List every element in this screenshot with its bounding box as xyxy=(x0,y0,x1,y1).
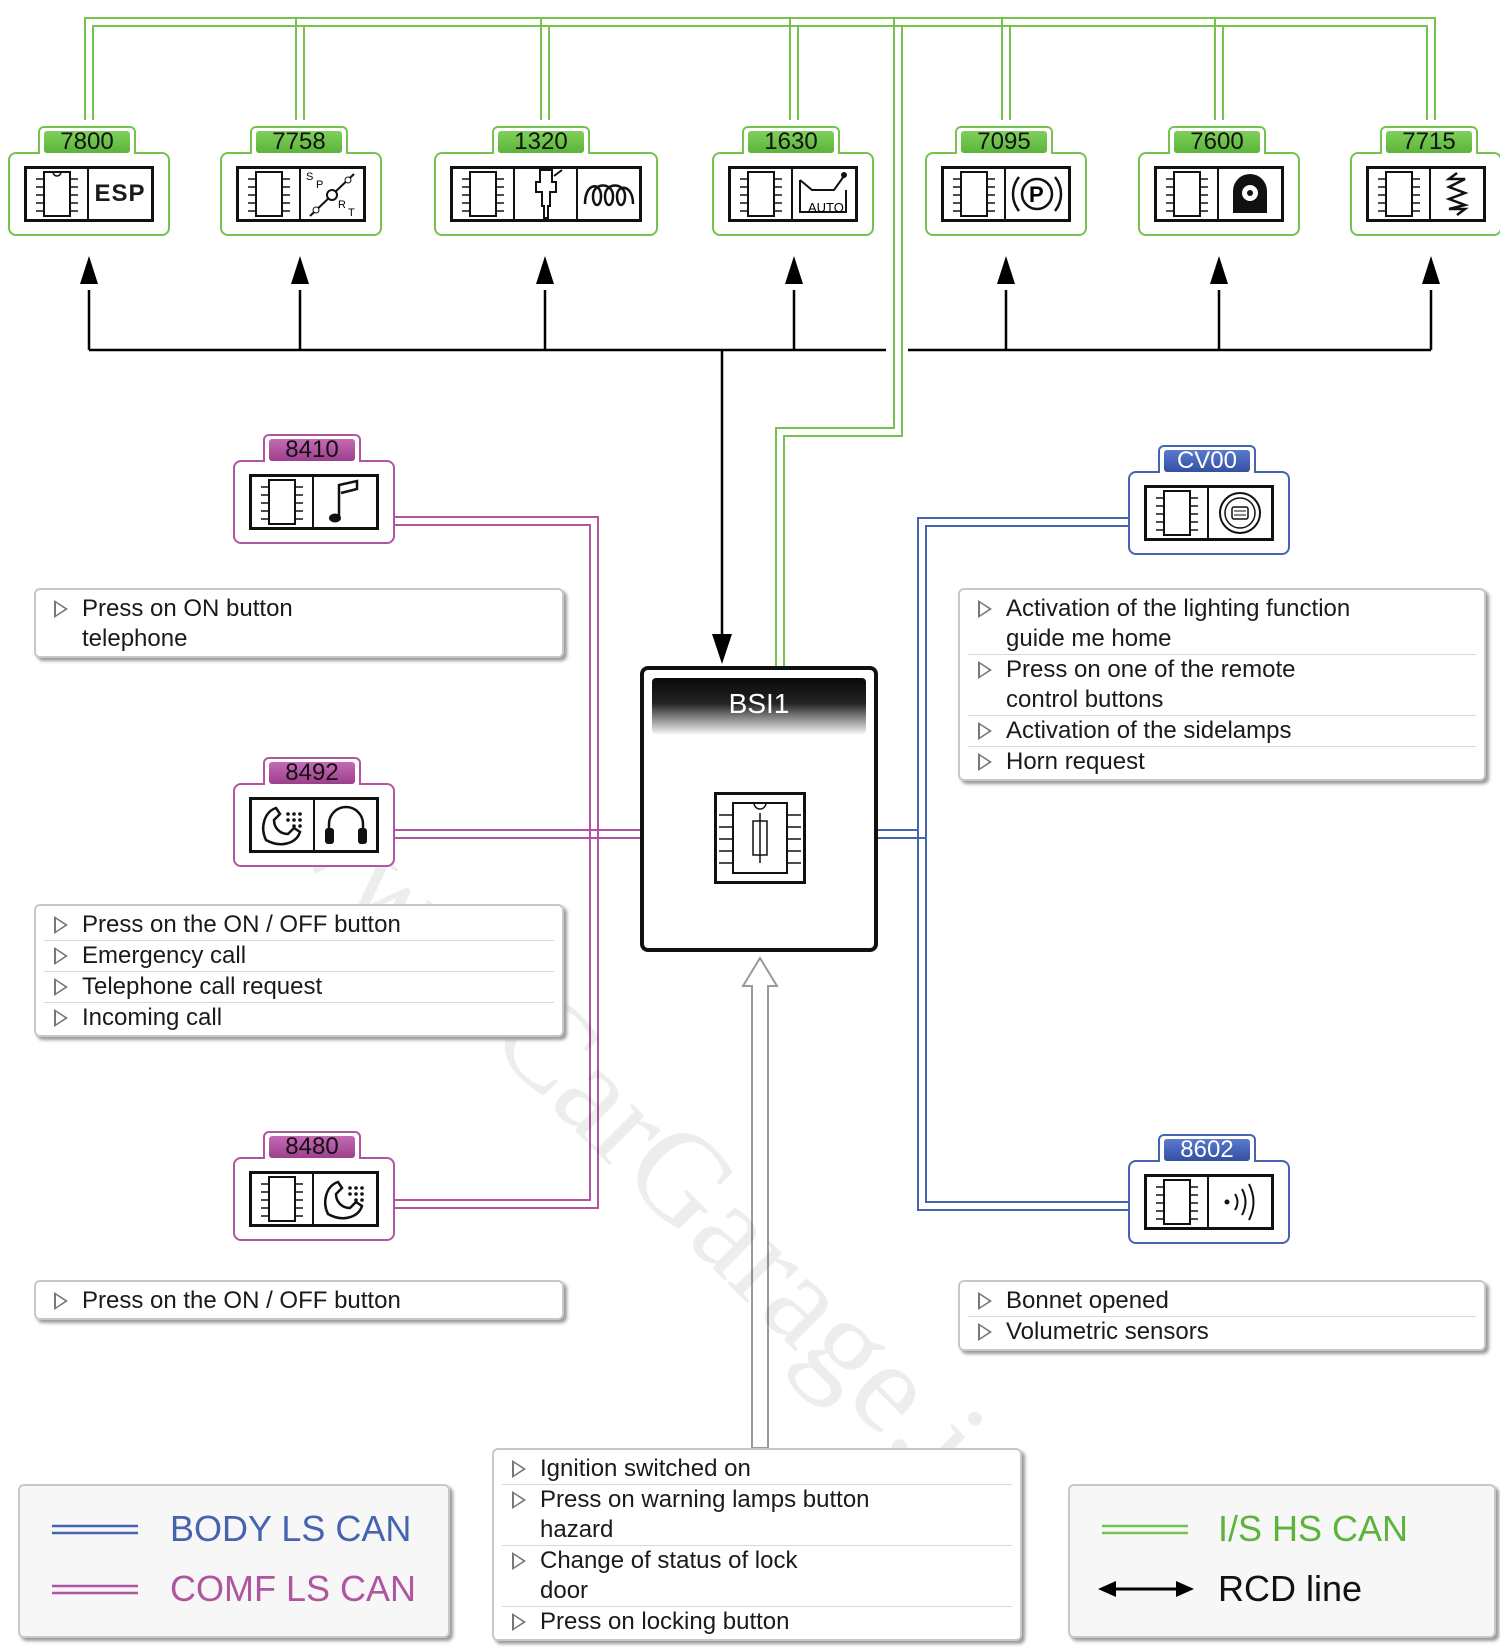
legend-rcd: RCD line xyxy=(1070,1564,1494,1614)
note-row: Incoming call xyxy=(54,1004,223,1031)
ecu-code: 1630 xyxy=(748,130,834,154)
note-row: Volumetric sensors xyxy=(978,1318,1209,1345)
body-can-bus xyxy=(878,517,1128,1211)
ecu-code: 7758 xyxy=(256,130,342,154)
chip-icon xyxy=(1369,169,1431,219)
notes-8410: Press on ON button telephone xyxy=(34,588,564,658)
chip-icon xyxy=(239,169,301,219)
note-row: Press on one of the remote control butto… xyxy=(968,655,1476,716)
svg-text:P: P xyxy=(316,179,323,191)
ecu-code: 1320 xyxy=(498,130,584,154)
note-row: Press on locking button xyxy=(512,1608,790,1635)
ecu-code-tab: 7800 xyxy=(38,126,136,154)
chip-icon xyxy=(944,169,1006,219)
legend-hs-can-rcd: I/S HS CAN RCD line xyxy=(1068,1484,1496,1638)
comf-line-swatch xyxy=(52,1584,138,1595)
ecu-8480[interactable]: 8480 xyxy=(233,1131,395,1241)
ecu-cv00[interactable]: CV00 xyxy=(1128,445,1290,555)
alarm-sensor-icon xyxy=(1209,1177,1271,1227)
legend-ishs: I/S HS CAN xyxy=(1070,1504,1494,1554)
ecu-code: 8602 xyxy=(1164,1138,1250,1162)
ecu-7800[interactable]: 7800 ESP xyxy=(8,126,170,236)
ecu-code: 8492 xyxy=(269,761,355,785)
input-arrow xyxy=(741,956,779,1449)
suspension-spring-icon xyxy=(1431,169,1483,219)
ecu-8492[interactable]: 8492 xyxy=(233,757,395,867)
chip-icon xyxy=(252,1174,314,1224)
chip-icon xyxy=(453,169,515,219)
tyre-pressure-icon xyxy=(1219,169,1281,219)
esp-icon: ESP xyxy=(94,180,146,207)
legend-ls-can: BODY LS CAN COMF LS CAN xyxy=(18,1484,450,1638)
chip-icon xyxy=(1147,1177,1209,1227)
ecu-1630[interactable]: 1630 AUTO xyxy=(712,126,874,236)
headset-icon xyxy=(315,800,376,850)
body-line-swatch xyxy=(52,1524,138,1535)
audio-note-icon xyxy=(314,477,376,527)
notes-8480: Press on the ON / OFF button xyxy=(34,1280,564,1320)
notes-8492: Press on the ON / OFF button Emergency c… xyxy=(34,904,564,1037)
note-row: Emergency call xyxy=(44,941,554,972)
chip-icon xyxy=(1147,488,1209,538)
svg-text:S: S xyxy=(306,171,313,183)
parking-brake-icon: P xyxy=(1006,169,1068,219)
bsi-unit[interactable]: BSI1 xyxy=(640,666,878,952)
ecu-code: 7715 xyxy=(1386,130,1472,154)
note-row: Activation of the sidelamps xyxy=(968,716,1476,747)
note-row: Telephone call request xyxy=(44,972,554,1003)
bsi-chip-icon xyxy=(714,792,806,884)
notes-8602: Bonnet opened Volumetric sensors xyxy=(958,1280,1486,1351)
ecu-8602[interactable]: 8602 xyxy=(1128,1134,1290,1244)
chip-icon xyxy=(1157,169,1219,219)
steering-switch-icon xyxy=(1209,488,1271,538)
ecu-7715[interactable]: 7715 xyxy=(1350,126,1500,236)
ecu-code: 8480 xyxy=(269,1135,355,1159)
ecu-code: CV00 xyxy=(1164,449,1250,473)
ecu-7095[interactable]: 7095 P xyxy=(925,126,1087,236)
note-row: Press on the ON / OFF button xyxy=(54,1287,401,1314)
auto-gearbox-icon: AUTO xyxy=(793,169,855,219)
rcd-double-arrow xyxy=(1098,1581,1194,1597)
note-row: Ignition switched on xyxy=(502,1454,1012,1485)
comf-can-bus xyxy=(392,516,640,1209)
note-row: Press on warning lamps button hazard xyxy=(502,1485,1012,1546)
ecu-code: 8410 xyxy=(269,438,355,462)
svg-text:T: T xyxy=(348,207,355,219)
ishs-line-swatch xyxy=(1102,1524,1188,1535)
telephone-icon xyxy=(252,800,315,850)
ishs-can-bus xyxy=(84,17,1436,666)
chip-icon xyxy=(731,169,793,219)
rcd-arrowheads xyxy=(80,256,1440,664)
note-row: Bonnet opened xyxy=(968,1286,1476,1317)
note-row: Activation of the lighting function guid… xyxy=(968,594,1476,655)
notes-bsi-inputs: Ignition switched on Press on warning la… xyxy=(492,1448,1022,1641)
glow-coil-icon xyxy=(578,169,639,219)
notes-cv00: Activation of the lighting function guid… xyxy=(958,588,1486,781)
ecu-code: 7095 xyxy=(961,130,1047,154)
ecu-code: 7600 xyxy=(1174,130,1260,154)
legend-comf: COMF LS CAN xyxy=(20,1564,448,1614)
chip-icon xyxy=(252,477,314,527)
note-row: Change of status of lock door xyxy=(502,1546,1012,1607)
bsi-title: BSI1 xyxy=(652,678,866,734)
note-row: Press on ON button telephone xyxy=(54,595,293,652)
injector-icon xyxy=(515,169,578,219)
svg-text:P: P xyxy=(1029,182,1044,207)
note-row: Press on the ON / OFF button xyxy=(44,910,554,941)
svg-text:R: R xyxy=(338,199,346,211)
ecu-1320[interactable]: 1320 xyxy=(434,126,658,236)
ecu-7600[interactable]: 7600 xyxy=(1138,126,1300,236)
ecu-code: 7800 xyxy=(44,130,130,154)
ecu-8410[interactable]: 8410 xyxy=(233,434,395,544)
telephone-icon xyxy=(314,1174,376,1224)
rcd-line xyxy=(87,290,1433,640)
note-row: Horn request xyxy=(978,748,1145,775)
chip-icon xyxy=(27,169,89,219)
svg-text:AUTO: AUTO xyxy=(808,200,844,215)
legend-body: BODY LS CAN xyxy=(20,1504,448,1554)
